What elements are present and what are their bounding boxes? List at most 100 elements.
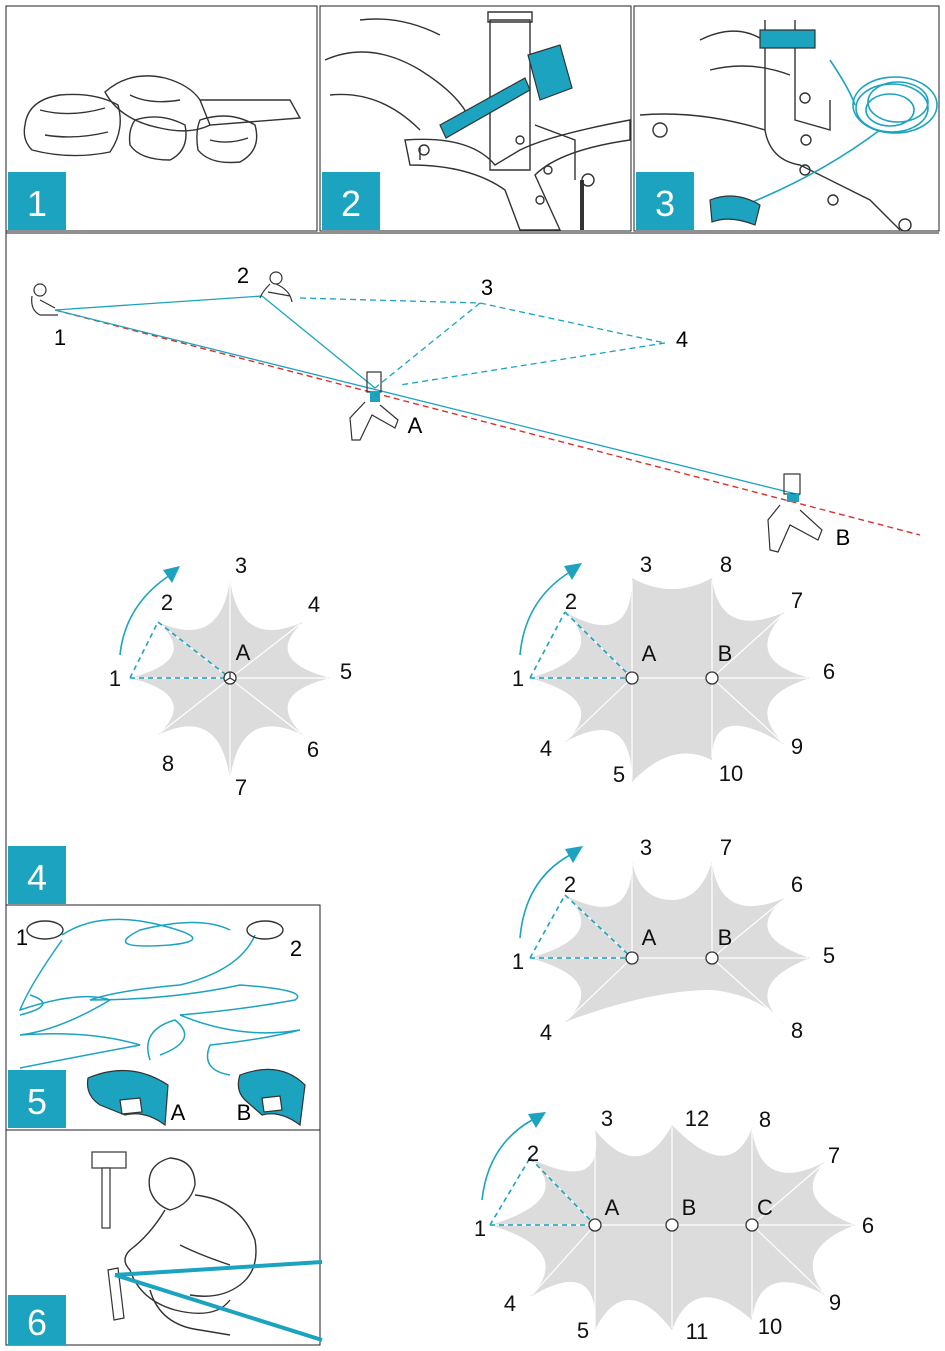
pole-symbol [625, 671, 719, 685]
step-badge-4 [8, 846, 66, 904]
rope-coil-icon [744, 59, 938, 206]
d1-label-5: 5 [340, 659, 352, 684]
plan-label-4: 4 [676, 327, 688, 352]
step-number-2: 2 [341, 183, 361, 224]
rotation-arrow [519, 854, 571, 939]
d2-label-1: 1 [512, 666, 524, 691]
pole-base-icon [767, 473, 823, 553]
d4-label-6: 6 [862, 1213, 874, 1238]
d4-label-11: 11 [686, 1319, 709, 1344]
strap-icon [709, 29, 816, 226]
step-badge-1 [8, 172, 66, 230]
step-badge-6 [8, 1295, 66, 1345]
d1-label-6: 6 [307, 737, 319, 762]
membrane-diagram-1 [119, 566, 330, 780]
membrane-diagram-4 [481, 1112, 855, 1330]
pole-symbol [223, 671, 237, 685]
d4-label-1: 1 [474, 1216, 486, 1241]
d3-label-2: 2 [564, 872, 576, 897]
d3-label-3: 3 [640, 835, 652, 860]
plan-label-b: B [836, 525, 851, 550]
hammer-icon [91, 1151, 127, 1229]
d4-center-label-b: B [682, 1195, 697, 1220]
d2-label-7: 7 [791, 588, 803, 613]
d2-label-6: 6 [823, 659, 835, 684]
strap-label-b: B [237, 1100, 252, 1125]
panel-step-5: 1 2 A B 5 [5, 904, 321, 1131]
d1-label-8: 8 [162, 751, 174, 776]
pole-base-icon [324, 11, 631, 231]
d4-center-label-a: A [605, 1195, 620, 1220]
alignment-line [54, 309, 921, 536]
d2-label-2: 2 [565, 589, 577, 614]
pole-base-icon [639, 20, 912, 232]
rope-coil-icon [18, 918, 301, 1076]
d4-label-8: 8 [759, 1107, 771, 1132]
d4-label-4: 4 [504, 1291, 516, 1316]
d1-label-4: 4 [308, 592, 320, 617]
d2-center-label-a: A [642, 641, 657, 666]
layout-plan: 1 2 3 4 A B [31, 263, 921, 553]
d3-center-label-a: A [642, 925, 657, 950]
stake-icon [418, 144, 595, 230]
d4-label-9: 9 [829, 1290, 841, 1315]
d3-label-4: 4 [540, 1020, 552, 1045]
d2-center-label-b: B [718, 641, 733, 666]
rotation-arrow [481, 1119, 533, 1201]
d4-label-12: 12 [685, 1106, 709, 1131]
rope-end-label-1: 1 [16, 925, 28, 950]
d3-label-8: 8 [791, 1018, 803, 1043]
strap-icon [86, 1068, 306, 1127]
membrane-diagram-2 [519, 563, 810, 782]
d4-label-10: 10 [758, 1314, 782, 1339]
plan-label-1: 1 [54, 325, 66, 350]
plan-label-3: 3 [481, 275, 493, 300]
strap-label-a: A [171, 1100, 186, 1125]
d2-label-5: 5 [613, 762, 625, 787]
pole-symbol [625, 951, 719, 965]
d2-label-3: 3 [640, 552, 652, 577]
d2-label-9: 9 [791, 734, 803, 759]
d1-label-7: 7 [235, 775, 247, 800]
plan-label-2: 2 [237, 263, 249, 288]
person-icon [259, 271, 293, 303]
d3-label-5: 5 [823, 943, 835, 968]
rope-end-label-2: 2 [290, 936, 302, 961]
d2-label-8: 8 [720, 552, 732, 577]
d4-label-2: 2 [527, 1141, 539, 1166]
step-number-1: 1 [27, 183, 47, 224]
step-number-4: 4 [27, 857, 47, 898]
d4-center-label-c: C [757, 1195, 773, 1220]
d3-label-6: 6 [791, 872, 803, 897]
panel-step-1: 1 [5, 5, 318, 232]
d4-label-5: 5 [577, 1318, 589, 1343]
d4-label-7: 7 [828, 1143, 840, 1168]
d2-label-10: 10 [719, 761, 743, 786]
d3-center-label-b: B [718, 925, 733, 950]
d3-label-7: 7 [720, 835, 732, 860]
step-number-3: 3 [655, 183, 675, 224]
d1-label-1: 1 [109, 666, 121, 691]
step-number-5: 5 [27, 1081, 47, 1122]
step-badge-3 [636, 172, 694, 230]
d1-label-3: 3 [235, 553, 247, 578]
panel-step-6: 6 [5, 1129, 323, 1346]
tension-rope [114, 1273, 323, 1342]
step-badge-2 [322, 172, 380, 230]
step-badge-5 [8, 1070, 66, 1128]
step-number-6: 6 [27, 1302, 47, 1343]
hammer-icon [439, 44, 573, 139]
panel-step-3: 3 [633, 5, 940, 232]
rotation-arrow [119, 574, 171, 656]
stake-icon [107, 1267, 125, 1321]
membrane-diagram-3 [519, 846, 810, 1025]
person-icon [124, 1157, 257, 1336]
person-icon [31, 283, 58, 316]
rope-end-loop [26, 920, 284, 940]
tension-rope [114, 1260, 323, 1277]
d1-center-label-a: A [236, 640, 251, 665]
panel-step-2: 2 [319, 5, 632, 232]
pole-symbol [588, 1218, 759, 1232]
